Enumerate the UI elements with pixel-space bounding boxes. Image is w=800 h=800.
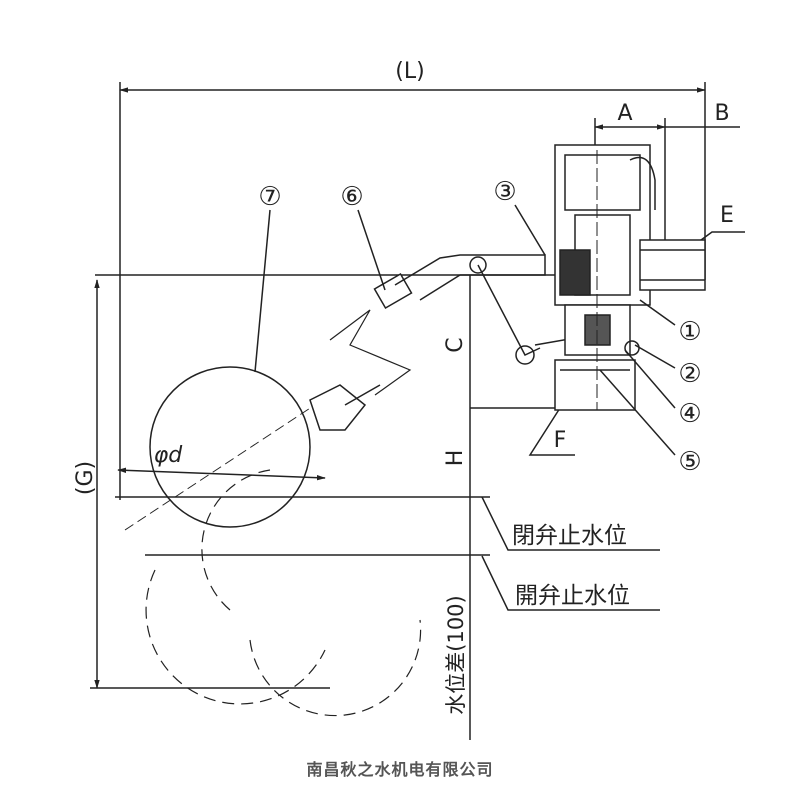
dimension-a-label: A bbox=[617, 101, 632, 126]
leader-1 bbox=[639, 299, 676, 326]
leader-3 bbox=[514, 204, 546, 256]
arm-joint bbox=[373, 272, 413, 310]
leader-f bbox=[528, 407, 575, 456]
part-4: ④ bbox=[678, 399, 701, 429]
dimension-c-label: C bbox=[443, 337, 468, 352]
leader-2 bbox=[634, 344, 676, 369]
float-ball bbox=[149, 366, 311, 528]
float-alt-position bbox=[201, 469, 271, 611]
valve-body bbox=[554, 144, 706, 411]
part-1: ① bbox=[678, 317, 701, 347]
dimension-a-b bbox=[594, 118, 740, 240]
diameter-dimension bbox=[117, 467, 326, 481]
leader-4 bbox=[624, 349, 676, 409]
dimension-f-label: F bbox=[554, 428, 567, 453]
dimension-l-label: (L) bbox=[395, 59, 424, 84]
close-level-leader bbox=[481, 496, 660, 551]
float-stem-fitting bbox=[309, 384, 367, 431]
open-level-label: 開弁止水位 bbox=[515, 583, 630, 609]
leader-6 bbox=[357, 209, 386, 291]
leader-7 bbox=[254, 209, 271, 373]
dimension-e-label: E bbox=[720, 203, 734, 228]
float-axis-line bbox=[124, 394, 331, 531]
company-watermark: 南昌秋之水机电有限公司 bbox=[306, 760, 494, 779]
part-7: ⑦ bbox=[258, 182, 281, 212]
dimension-b-label: B bbox=[714, 101, 729, 126]
dimension-h-label: H bbox=[443, 450, 468, 467]
part-3: ③ bbox=[493, 177, 516, 207]
arm-break-symbol bbox=[329, 309, 412, 396]
level-difference-label: 水位差(100) bbox=[444, 595, 468, 714]
close-level-label: 閉弁止水位 bbox=[512, 523, 627, 549]
part-2: ② bbox=[678, 359, 701, 389]
open-level-leader bbox=[481, 555, 660, 611]
float-lowered-position bbox=[145, 569, 422, 717]
diameter-label: φd bbox=[154, 443, 184, 468]
leader-5 bbox=[599, 369, 676, 456]
lever-lower-pivot bbox=[515, 345, 535, 365]
lever-pivot bbox=[469, 256, 487, 274]
dimension-g-label: (G) bbox=[73, 461, 98, 495]
float-stem bbox=[344, 384, 381, 406]
part-6: ⑥ bbox=[340, 182, 363, 212]
lever-link bbox=[477, 264, 541, 356]
part-5: ⑤ bbox=[678, 447, 701, 477]
